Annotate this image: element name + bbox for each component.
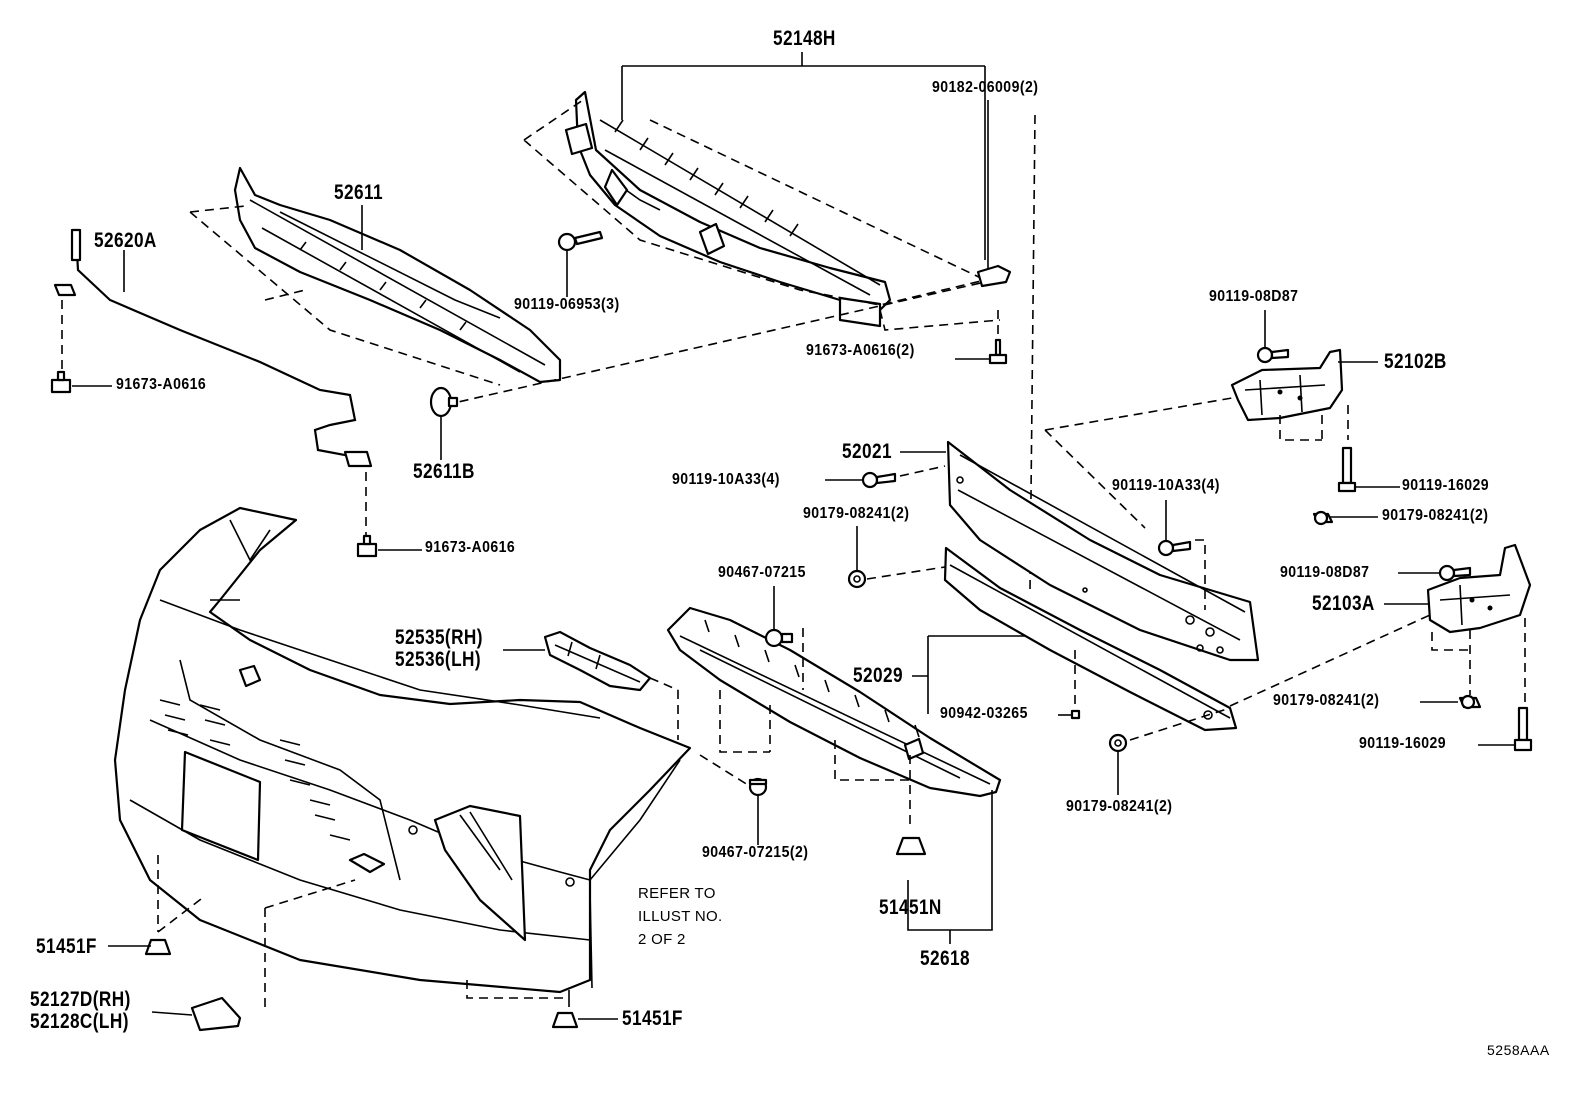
part-52148H-drawing (564, 90, 892, 328)
bolt-90119-10A33-right (1157, 539, 1192, 557)
bolt-91673-top (988, 338, 1008, 365)
callout-91673-A0616-top: 91673-A0616(2) (806, 342, 915, 359)
clip-90467-top (764, 628, 794, 648)
part-bumper-cover-drawing (113, 506, 692, 994)
refer-note-line3: 2 OF 2 (638, 931, 686, 948)
part-52611-drawing (233, 166, 562, 384)
callout-90119-08D87-top: 90119-08D87 (1209, 288, 1299, 305)
callout-52128C-LH: 52128C(LH) (30, 1010, 129, 1033)
callout-51451F-left: 51451F (36, 935, 97, 958)
nut-90179-lowright (1108, 733, 1128, 753)
callout-52127D-RH: 52127D(RH) (30, 988, 131, 1011)
callout-51451F-bottom: 51451F (622, 1007, 683, 1030)
plug-52611B (429, 386, 459, 418)
callout-90119-08D87-mid: 90119-08D87 (1280, 564, 1370, 581)
part-52618-drawing (666, 606, 1002, 798)
callout-90119-10A33-left: 90119-10A33(4) (672, 471, 780, 488)
bolt-91673-mid (356, 534, 378, 558)
clip-90467-bottom (748, 777, 768, 797)
nut-90179-left (847, 569, 867, 589)
nut-90179-right (1312, 510, 1334, 526)
callout-52103A: 52103A (1312, 592, 1375, 615)
part-52021-drawing (946, 440, 1260, 662)
callout-90119-06953: 90119-06953(3) (514, 296, 620, 313)
bolt-90119-16029-low (1513, 706, 1533, 752)
bolt-90119-06953 (557, 230, 604, 252)
dashed-guide-52148H (523, 99, 1036, 591)
bolt-90119-16029-top (1337, 446, 1357, 493)
refer-note-line2: ILLUST NO. (638, 908, 723, 925)
dashed-guide-52620A (61, 300, 367, 535)
callout-52536-LH: 52536(LH) (395, 648, 482, 671)
callout-52611: 52611 (334, 181, 383, 204)
callout-51451N: 51451N (879, 896, 942, 919)
dashed-guide-52535 (649, 677, 679, 691)
clip-51451F-left (144, 938, 172, 956)
leader-52029 (912, 635, 1025, 714)
dashed-guide-52103A (1431, 618, 1526, 705)
dashed-guide-52611 (189, 205, 986, 406)
callout-90467-07215-bottom: 90467-07215(2) (702, 844, 809, 861)
dashed-guide-10A33-left (899, 465, 946, 477)
nut-90179-bottom (1458, 694, 1482, 710)
dashed-guide-bumper (157, 855, 570, 1012)
bolt-90119-08D87-top (1256, 346, 1290, 364)
callout-90179-08241-bottom: 90179-08241(2) (1066, 798, 1173, 815)
bolt-90119-10A33-left (861, 471, 897, 489)
clip-90942 (1070, 709, 1081, 720)
leader-52618 (907, 790, 993, 944)
dashed-guide-10A33-right (1195, 539, 1206, 610)
callout-91673-A0616-mid: 91673-A0616 (425, 539, 516, 556)
part-52535-drawing (543, 630, 652, 692)
leader-52127D (151, 1011, 193, 1016)
callout-52029: 52029 (853, 664, 903, 687)
refer-note-line1: REFER TO (638, 885, 716, 902)
clip-51451F-bottom (551, 1011, 579, 1029)
bolt-90119-08D87-mid (1438, 564, 1472, 582)
callout-52021: 52021 (842, 440, 892, 463)
callout-90467-07215-top: 90467-07215 (718, 564, 806, 581)
callout-52611B: 52611B (413, 460, 475, 483)
dashed-guide-90179-left (866, 566, 946, 580)
callout-90119-10A33-right: 90119-10A33(4) (1112, 477, 1220, 494)
callout-90119-16029-low: 90119-16029 (1359, 735, 1447, 752)
callout-52535-RH: 52535(RH) (395, 626, 483, 649)
part-52620A-drawing (53, 228, 373, 468)
dashed-guide-90467-bottom (677, 690, 749, 786)
dashed-guide-52618 (719, 628, 911, 828)
dashed-guide-52102B (1044, 397, 1349, 529)
bolt-91673-left (50, 370, 72, 394)
part-52102B-drawing (1230, 348, 1344, 422)
callout-52102B: 52102B (1384, 350, 1447, 373)
dashed-guide-52029-right (1129, 614, 1431, 741)
callout-52618: 52618 (920, 947, 970, 970)
callout-90179-08241-right: 90179-08241(2) (1382, 507, 1489, 524)
callout-90942-03265: 90942-03265 (940, 705, 1028, 722)
callout-90182-06009: 90182-06009(2) (932, 79, 1039, 96)
part-52029-drawing (943, 546, 1238, 732)
clip-51451N (895, 836, 927, 856)
callout-52148H: 52148H (773, 27, 836, 50)
leader-52148H (621, 52, 986, 260)
clip-90182 (976, 264, 1012, 288)
callout-52620A: 52620A (94, 229, 157, 252)
cover-52127D (190, 996, 242, 1032)
diagram-code: 5258AAA (1487, 1042, 1550, 1058)
callout-90179-08241-lowright: 90179-08241(2) (1273, 692, 1380, 709)
callout-91673-A0616-left: 91673-A0616 (116, 376, 207, 393)
callout-90119-16029-top: 90119-16029 (1402, 477, 1490, 494)
part-52103A-drawing (1426, 543, 1532, 634)
callout-90179-08241-left: 90179-08241(2) (803, 505, 910, 522)
